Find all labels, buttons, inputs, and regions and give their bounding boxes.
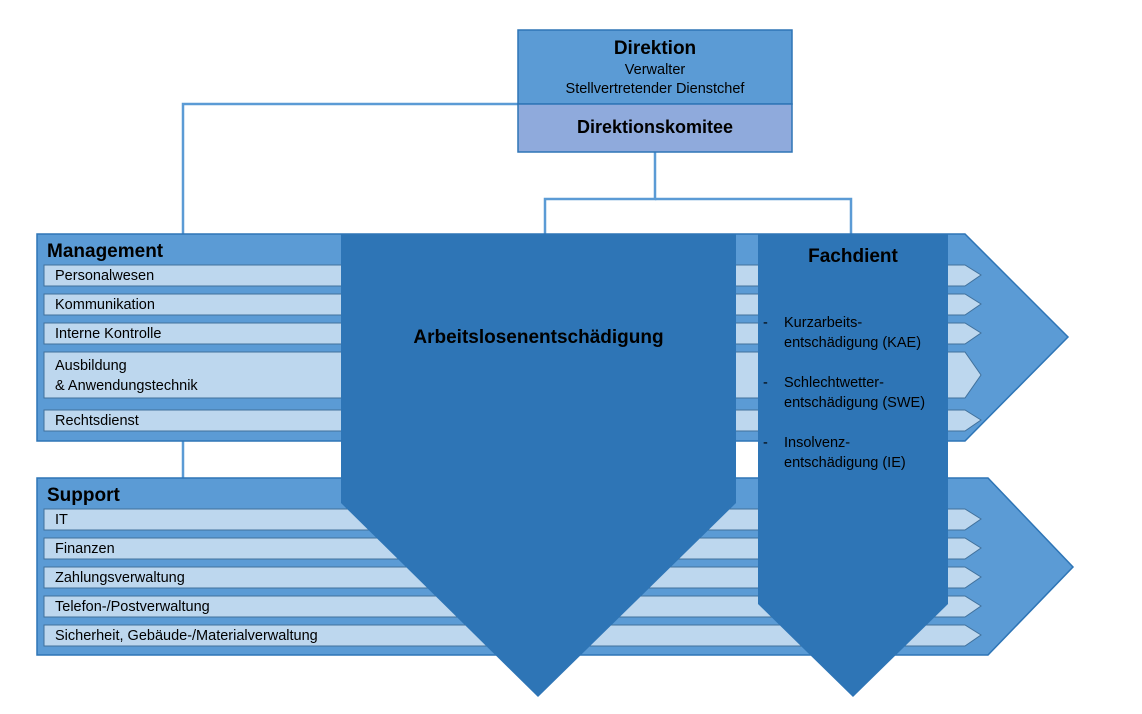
fachdient-item-kae-line1: Kurzarbeits- (784, 315, 863, 331)
fachdient-item-kae-line2: entschädigung (KAE) (784, 335, 922, 351)
direktionskomitee-title: Direktionskomitee (576, 117, 734, 137)
support-item-it: IT (55, 512, 68, 528)
pillar-fachdient (758, 234, 948, 697)
support-item-sicherheit: Sicherheit, Gebäude-/Materialverwaltung (55, 628, 318, 644)
direktion-line-dienstchef: Stellvertretender Dienstchef (565, 81, 745, 97)
management-item-rechtsdienst: Rechtsdienst (55, 413, 139, 429)
fachdient-item-swe: - Schlechtwetter- entschädigung (SWE) (763, 373, 925, 413)
connector-lines (181, 102, 853, 478)
fachdient-item-ie-line2: entschädigung (IE) (784, 455, 906, 471)
support-item-telefon-postverwaltung: Telefon-/Postverwaltung (55, 599, 210, 615)
alv-title: Arbeitslosenentschädigung (413, 327, 664, 348)
management-item-kommunikation: Kommunikation (55, 297, 155, 313)
fachdient-item-swe-dash: - (763, 375, 768, 391)
fachdient-item-kae-dash: - (763, 315, 768, 331)
direktion-header: Direktion Verwalter Stellvertretender Di… (518, 37, 792, 99)
connector-direktion-management (181, 102, 518, 234)
management-item-interne-kontrolle: Interne Kontrolle (55, 326, 162, 342)
support-title: Support (47, 485, 120, 506)
support-item-zahlungsverwaltung: Zahlungsverwaltung (55, 570, 185, 586)
direktionskomitee-box (517, 103, 793, 153)
management-title: Management (47, 241, 164, 262)
direktion-title: Direktion (613, 38, 697, 59)
pillar-arbeitslosenentschaedigung (341, 234, 736, 697)
connector-to-alv (543, 152, 657, 234)
direktion-box (517, 29, 793, 105)
management-item-personalwesen: Personalwesen (55, 268, 155, 284)
direktion-line-verwalter: Verwalter (624, 62, 686, 78)
fachdient-item-swe-line1: Schlechtwetter- (784, 375, 884, 391)
fachdient-item-ie-dash: - (763, 435, 768, 451)
fachdient-item-swe-line2: entschädigung (SWE) (784, 395, 926, 411)
support-item-finanzen: Finanzen (55, 541, 115, 557)
fachdient-item-ie: - Insolvenz- entschädigung (IE) (763, 433, 906, 473)
fachdient-item-kae: - Kurzarbeits- entschädigung (KAE) (763, 313, 921, 353)
connector-to-fachdient (655, 197, 853, 234)
management-item-anwendungstechnik: & Anwendungstechnik (55, 378, 198, 394)
fachdient-item-ie-line1: Insolvenz- (784, 435, 851, 451)
management-item-ausbildung: Ausbildung (55, 358, 127, 374)
fachdient-title: Fachdient (808, 246, 898, 267)
